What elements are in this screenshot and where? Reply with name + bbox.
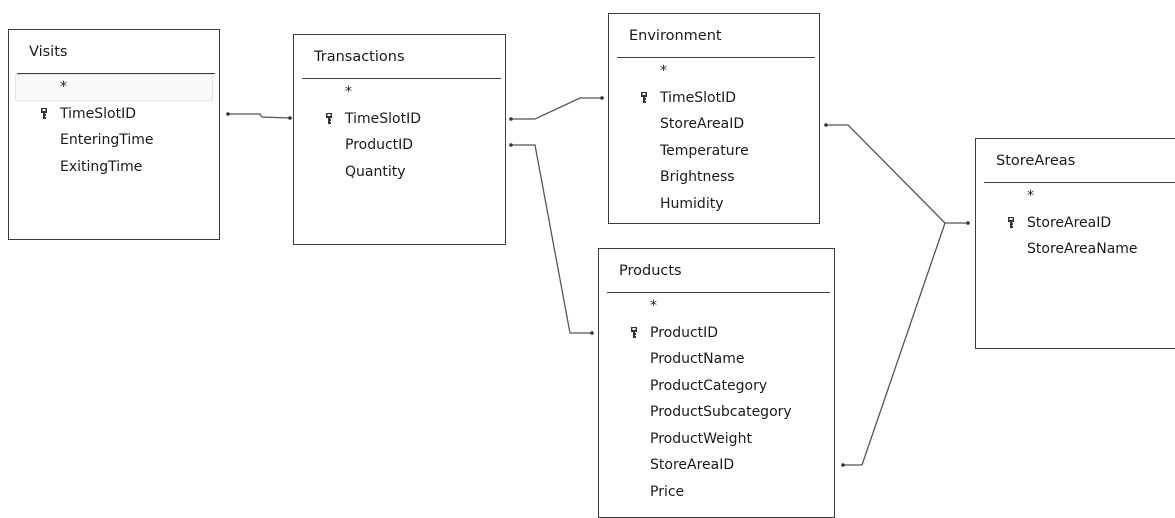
field-row[interactable]: ExitingTime bbox=[9, 154, 219, 181]
field-row[interactable]: Temperature bbox=[609, 138, 819, 165]
field-row[interactable]: StoreAreaID bbox=[976, 210, 1175, 237]
field-label: Quantity bbox=[345, 163, 406, 180]
table-products[interactable]: Products * ProductID ProductName Product… bbox=[598, 248, 835, 518]
primary-key-icon bbox=[631, 326, 637, 338]
field-label: TimeSlotID bbox=[660, 89, 737, 106]
field-label: Temperature bbox=[660, 142, 749, 159]
primary-key-icon bbox=[41, 107, 47, 119]
field-row[interactable]: TimeSlotID bbox=[294, 106, 505, 133]
field-label: Price bbox=[650, 483, 685, 500]
primary-key-icon bbox=[326, 112, 332, 124]
field-label: TimeSlotID bbox=[345, 110, 422, 127]
field-label: ProductCategory bbox=[650, 377, 768, 394]
field-label: ExitingTime bbox=[60, 158, 143, 175]
field-row[interactable]: TimeSlotID bbox=[9, 101, 219, 128]
field-label: ProductName bbox=[650, 351, 745, 367]
field-label: ProductWeight bbox=[650, 430, 752, 447]
field-row[interactable]: ProductCategory bbox=[599, 373, 834, 400]
field-row[interactable]: EnteringTime bbox=[9, 127, 219, 154]
field-row-all[interactable]: * bbox=[650, 298, 657, 314]
field-row[interactable]: StoreAreaID bbox=[599, 452, 834, 479]
field-list: * TimeSlotID StoreAreaID Temperature Bri… bbox=[609, 58, 819, 217]
primary-key-icon bbox=[1008, 216, 1014, 228]
link-transactions-environment bbox=[511, 97, 602, 120]
link-visits-transactions bbox=[228, 113, 291, 119]
field-row[interactable]: Price bbox=[599, 479, 834, 506]
field-label: StoreAreaID bbox=[650, 457, 735, 473]
table-title[interactable]: Products bbox=[607, 249, 830, 293]
field-row[interactable]: ProductID bbox=[599, 320, 834, 347]
field-label: TimeSlotID bbox=[60, 105, 137, 122]
field-label: ProductSubcategory bbox=[650, 404, 792, 420]
field-row[interactable]: ProductID bbox=[294, 132, 505, 159]
table-title[interactable]: Environment bbox=[617, 14, 815, 58]
field-row[interactable]: StoreAreaName bbox=[976, 236, 1175, 263]
field-list: * TimeSlotID ProductID Quantity bbox=[294, 79, 505, 185]
table-transactions[interactable]: Transactions * TimeSlotID ProductID Quan… bbox=[293, 34, 506, 245]
field-label: StoreAreaID bbox=[1027, 214, 1112, 231]
field-label: Humidity bbox=[660, 195, 724, 212]
table-title[interactable]: StoreAreas bbox=[984, 139, 1175, 183]
table-environment[interactable]: Environment * TimeSlotID StoreAreaID Tem… bbox=[608, 13, 820, 224]
field-row-all[interactable]: * bbox=[1027, 188, 1034, 204]
field-row[interactable]: StoreAreaID bbox=[609, 111, 819, 138]
field-list: * ProductID ProductName ProductCategory … bbox=[599, 293, 834, 505]
table-title[interactable]: Transactions bbox=[302, 35, 501, 79]
field-row[interactable]: Quantity bbox=[294, 159, 505, 186]
field-list: * TimeSlotID EnteringTime ExitingTime bbox=[9, 74, 219, 180]
field-label: ProductID bbox=[650, 324, 719, 341]
field-row[interactable]: Humidity bbox=[609, 191, 819, 218]
field-row-all[interactable]: * bbox=[15, 74, 213, 101]
table-storeareas[interactable]: StoreAreas * StoreAreaID StoreAreaName bbox=[975, 138, 1175, 349]
table-visits[interactable]: Visits * TimeSlotID EnteringTime Exiting… bbox=[8, 29, 220, 240]
field-label: EnteringTime bbox=[60, 132, 154, 148]
field-row[interactable]: TimeSlotID bbox=[609, 85, 819, 112]
field-label: ProductID bbox=[345, 137, 414, 153]
link-transactions-products bbox=[511, 144, 592, 334]
field-label: Brightness bbox=[660, 169, 735, 185]
field-row-all[interactable]: * bbox=[660, 63, 667, 79]
field-list: * StoreAreaID StoreAreaName bbox=[976, 183, 1175, 263]
primary-key-icon bbox=[641, 91, 647, 103]
field-label: StoreAreaID bbox=[660, 116, 745, 132]
field-row[interactable]: ProductWeight bbox=[599, 426, 834, 453]
field-row[interactable]: ProductSubcategory bbox=[599, 399, 834, 426]
field-row[interactable]: ProductName bbox=[599, 346, 834, 373]
field-row-all[interactable]: * bbox=[345, 84, 352, 100]
link-products-storeareas bbox=[843, 222, 968, 466]
table-title[interactable]: Visits bbox=[17, 30, 215, 74]
field-label: StoreAreaName bbox=[1027, 241, 1138, 257]
field-row[interactable]: Brightness bbox=[609, 164, 819, 191]
link-environment-storeareas bbox=[826, 124, 946, 224]
